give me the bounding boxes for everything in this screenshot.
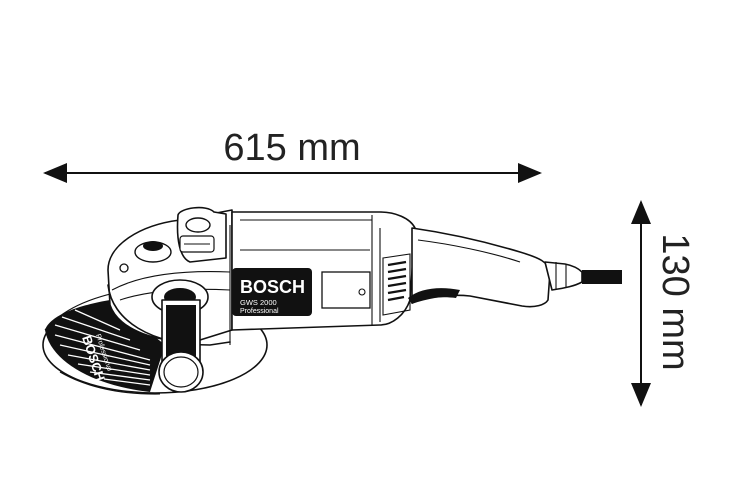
rear-handle [408,227,583,308]
side-handle [151,279,209,393]
motor-housing: BOSCH GWS 2000 Professional [231,211,416,331]
trigger [408,288,460,304]
height-label: 130 mm [654,233,696,370]
brand-label [232,268,312,316]
brand-name: BOSCH [240,277,305,297]
length-dimension: 615 mm [43,127,542,183]
power-cable [582,270,622,284]
length-label: 615 mm [223,127,360,169]
product-line: Professional [240,308,279,315]
height-dimension: 130 mm [631,200,696,407]
angle-grinder: BOSCH Professional [42,206,622,395]
model-name: GWS 2000 [240,298,277,307]
